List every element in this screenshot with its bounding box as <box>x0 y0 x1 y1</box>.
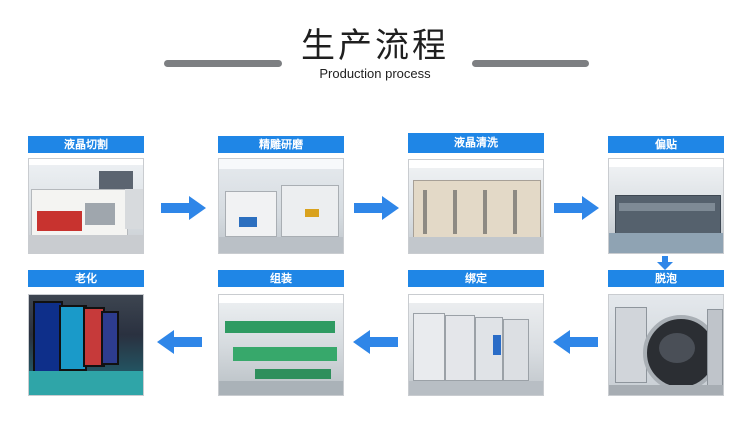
header: 生产流程 Production process <box>0 0 750 90</box>
step-label: 精雕研磨 <box>218 136 344 153</box>
glass-cutting-machine-photo <box>28 158 144 254</box>
page-subtitle: Production process <box>319 66 431 81</box>
title-divider-right <box>472 60 589 67</box>
aging-test-photo <box>28 294 144 396</box>
step-label: 液晶清洗 <box>408 133 544 153</box>
step-label: 组装 <box>218 270 344 287</box>
step-defoaming: 脱泡 <box>608 270 724 396</box>
step-assembly: 组装 <box>218 270 344 396</box>
page-title: 生产流程 <box>301 26 449 66</box>
arrow-right-icon <box>554 196 599 220</box>
step-cleaning: 液晶清洗 <box>408 133 544 254</box>
step-label: 脱泡 <box>608 270 724 287</box>
assembly-line-photo <box>218 294 344 396</box>
arrow-left-icon <box>157 330 202 354</box>
bonding-machines-photo <box>408 294 544 396</box>
title-divider-left <box>164 60 282 67</box>
autoclave-photo <box>608 294 724 396</box>
step-label: 绑定 <box>408 270 544 287</box>
arrow-right-icon <box>354 196 399 220</box>
step-glass-cutting: 液晶切割 <box>28 136 144 254</box>
arrow-down-icon <box>657 256 673 270</box>
polarizer-lamination-line-photo <box>608 158 724 254</box>
grinding-machine-photo <box>218 158 344 254</box>
arrow-left-icon <box>553 330 598 354</box>
step-label: 偏贴 <box>608 136 724 153</box>
step-bonding: 绑定 <box>408 270 544 396</box>
step-label: 液晶切割 <box>28 136 144 153</box>
arrow-right-icon <box>161 196 206 220</box>
step-polarizer: 偏贴 <box>608 136 724 254</box>
cleaning-line-photo <box>408 159 544 254</box>
step-label: 老化 <box>28 270 144 287</box>
step-aging: 老化 <box>28 270 144 396</box>
step-grinding: 精雕研磨 <box>218 136 344 254</box>
arrow-left-icon <box>353 330 398 354</box>
